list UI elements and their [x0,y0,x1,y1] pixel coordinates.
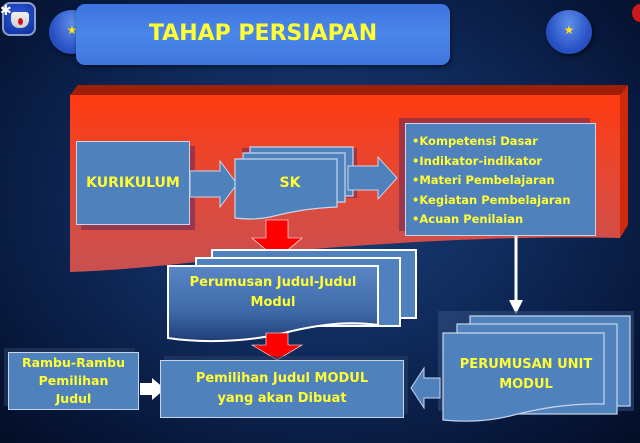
rambu-line2: Pemilihan [38,373,109,388]
red-badge-icon [632,4,640,22]
kurikulum-node: KURIKULUM [76,141,190,225]
perumusan-judul-line1: Perumusan Judul-Judul [189,275,357,290]
flame-icon [18,18,23,25]
list-item: •Kegiatan Pembelajaran [412,192,571,207]
rambu-line3: Judul [55,391,92,406]
list-item: •Indikator-indikator [412,153,543,168]
perumusan-judul-node: Perumusan Judul-Judul Modul [168,273,378,313]
rambu-line1: Rambu-Rambu [21,355,126,370]
page-title: TAHAP PERSIAPAN [148,21,378,46]
pemilihan-node: Pemilihan Judul MODUL yang akan Dibuat [160,360,404,418]
panel-top-face [70,85,628,95]
right-ornament-circle: ★ [546,10,592,54]
perumusan-unit-node: PERUMUSAN UNIT MODUL [440,355,612,395]
sparkle-icon: ✱ [0,3,12,19]
title-banner: TAHAP PERSIAPAN [76,4,450,65]
perumusan-unit-line2: MODUL [499,377,553,392]
perumusan-unit-line1: PERUMUSAN UNIT [459,357,593,372]
rambu-node: Rambu-Rambu Pemilihan Judul [8,352,139,410]
pemilihan-line2: yang akan Dibuat [217,391,347,406]
panel-side-face [620,85,628,238]
emblem-logo [2,2,36,36]
star-icon: ★ [563,23,575,37]
pemilihan-line1: Pemilihan Judul MODUL [195,371,369,386]
star-icon: ★ [66,23,78,37]
list-item: •Materi Pembelajaran [412,173,555,187]
components-list: •Kompetensi Dasar •Indikator-indikator •… [405,123,596,236]
perumusan-judul-line2: Modul [250,295,296,310]
kurikulum-label: KURIKULUM [86,175,180,191]
list-item: •Acuan Penilaian [412,212,524,226]
list-item: •Kompetensi Dasar [412,134,538,148]
sk-label: SK [279,175,301,191]
